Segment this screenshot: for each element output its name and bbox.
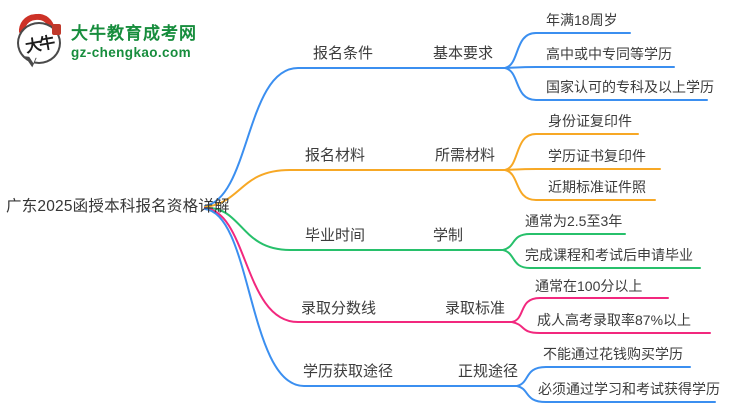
logo-title: 大牛教育成考网: [71, 23, 197, 43]
branch-1-leaf-connector-0: [504, 133, 639, 171]
branch-2-label[interactable]: 毕业时间: [305, 227, 366, 244]
branch-4-leaf-connector-1: [516, 385, 716, 403]
branch-4-leaf-0[interactable]: 不能通过花钱购买学历: [543, 346, 683, 362]
branch-2-leaf-1[interactable]: 完成课程和考试后申请毕业: [525, 247, 693, 263]
branch-3-line: [204, 207, 513, 323]
branch-0-line: [204, 67, 506, 207]
branch-2-sublabel[interactable]: 学制: [433, 227, 464, 244]
branch-0-leaf-2[interactable]: 国家认可的专科及以上学历: [546, 79, 714, 95]
branch-0-leaf-connector-0: [504, 32, 631, 69]
branch-2-leaf-0[interactable]: 通常为2.5至3年: [525, 213, 623, 229]
branch-2-leaf-connector-0: [502, 233, 626, 251]
branch-1-line: [204, 169, 506, 208]
branch-4-label[interactable]: 学历获取途径: [303, 363, 394, 380]
branch-2-leaf-connector-1: [502, 249, 701, 269]
branch-1-label[interactable]: 报名材料: [305, 147, 366, 164]
logo-mark-text: 大牛: [24, 34, 55, 57]
logo-seal-icon: [52, 24, 61, 35]
branch-4-line: [204, 208, 518, 387]
branch-4-leaf-connector-0: [516, 366, 691, 387]
logo-domain: gz-chengkao.com: [71, 44, 192, 60]
branch-4-sublabel[interactable]: 正规途径: [458, 363, 519, 380]
branch-1-leaf-connector-2: [504, 169, 656, 201]
branch-0-leaf-1[interactable]: 高中或中专同等学历: [546, 46, 672, 62]
branch-1-leaf-0[interactable]: 身份证复印件: [548, 113, 632, 129]
branch-3-leaf-connector-0: [511, 297, 669, 323]
branch-3-sublabel[interactable]: 录取标准: [445, 300, 506, 317]
site-logo: 大牛 大牛教育成考网 gz-chengkao.com: [15, 12, 197, 68]
branch-1-leaf-1[interactable]: 学历证书复印件: [548, 148, 646, 164]
branch-0-leaf-connector-2: [504, 67, 708, 101]
logo-bubble-icon: 大牛: [15, 12, 63, 68]
branch-3-leaf-connector-1: [511, 321, 711, 334]
branch-3-leaf-0[interactable]: 通常在100分以上: [535, 278, 643, 294]
branch-3-leaf-1[interactable]: 成人高考录取率87%以上: [537, 312, 692, 328]
branch-1-leaf-2[interactable]: 近期标准证件照: [548, 179, 646, 195]
branch-4-leaf-1[interactable]: 必须通过学习和考试获得学历: [538, 381, 720, 397]
branch-0-leaf-0[interactable]: 年满18周岁: [546, 12, 618, 28]
root-node[interactable]: 广东2025函授本科报名资格详解: [6, 198, 230, 215]
branch-0-sublabel[interactable]: 基本要求: [433, 45, 494, 62]
branch-0-label[interactable]: 报名条件: [313, 45, 374, 62]
branch-1-leaf-connector-1: [504, 168, 661, 171]
branch-2-line: [204, 206, 504, 251]
branch-3-label[interactable]: 录取分数线: [301, 300, 377, 317]
branch-1-sublabel[interactable]: 所需材料: [435, 147, 496, 164]
branch-0-leaf-connector-1: [504, 66, 675, 69]
